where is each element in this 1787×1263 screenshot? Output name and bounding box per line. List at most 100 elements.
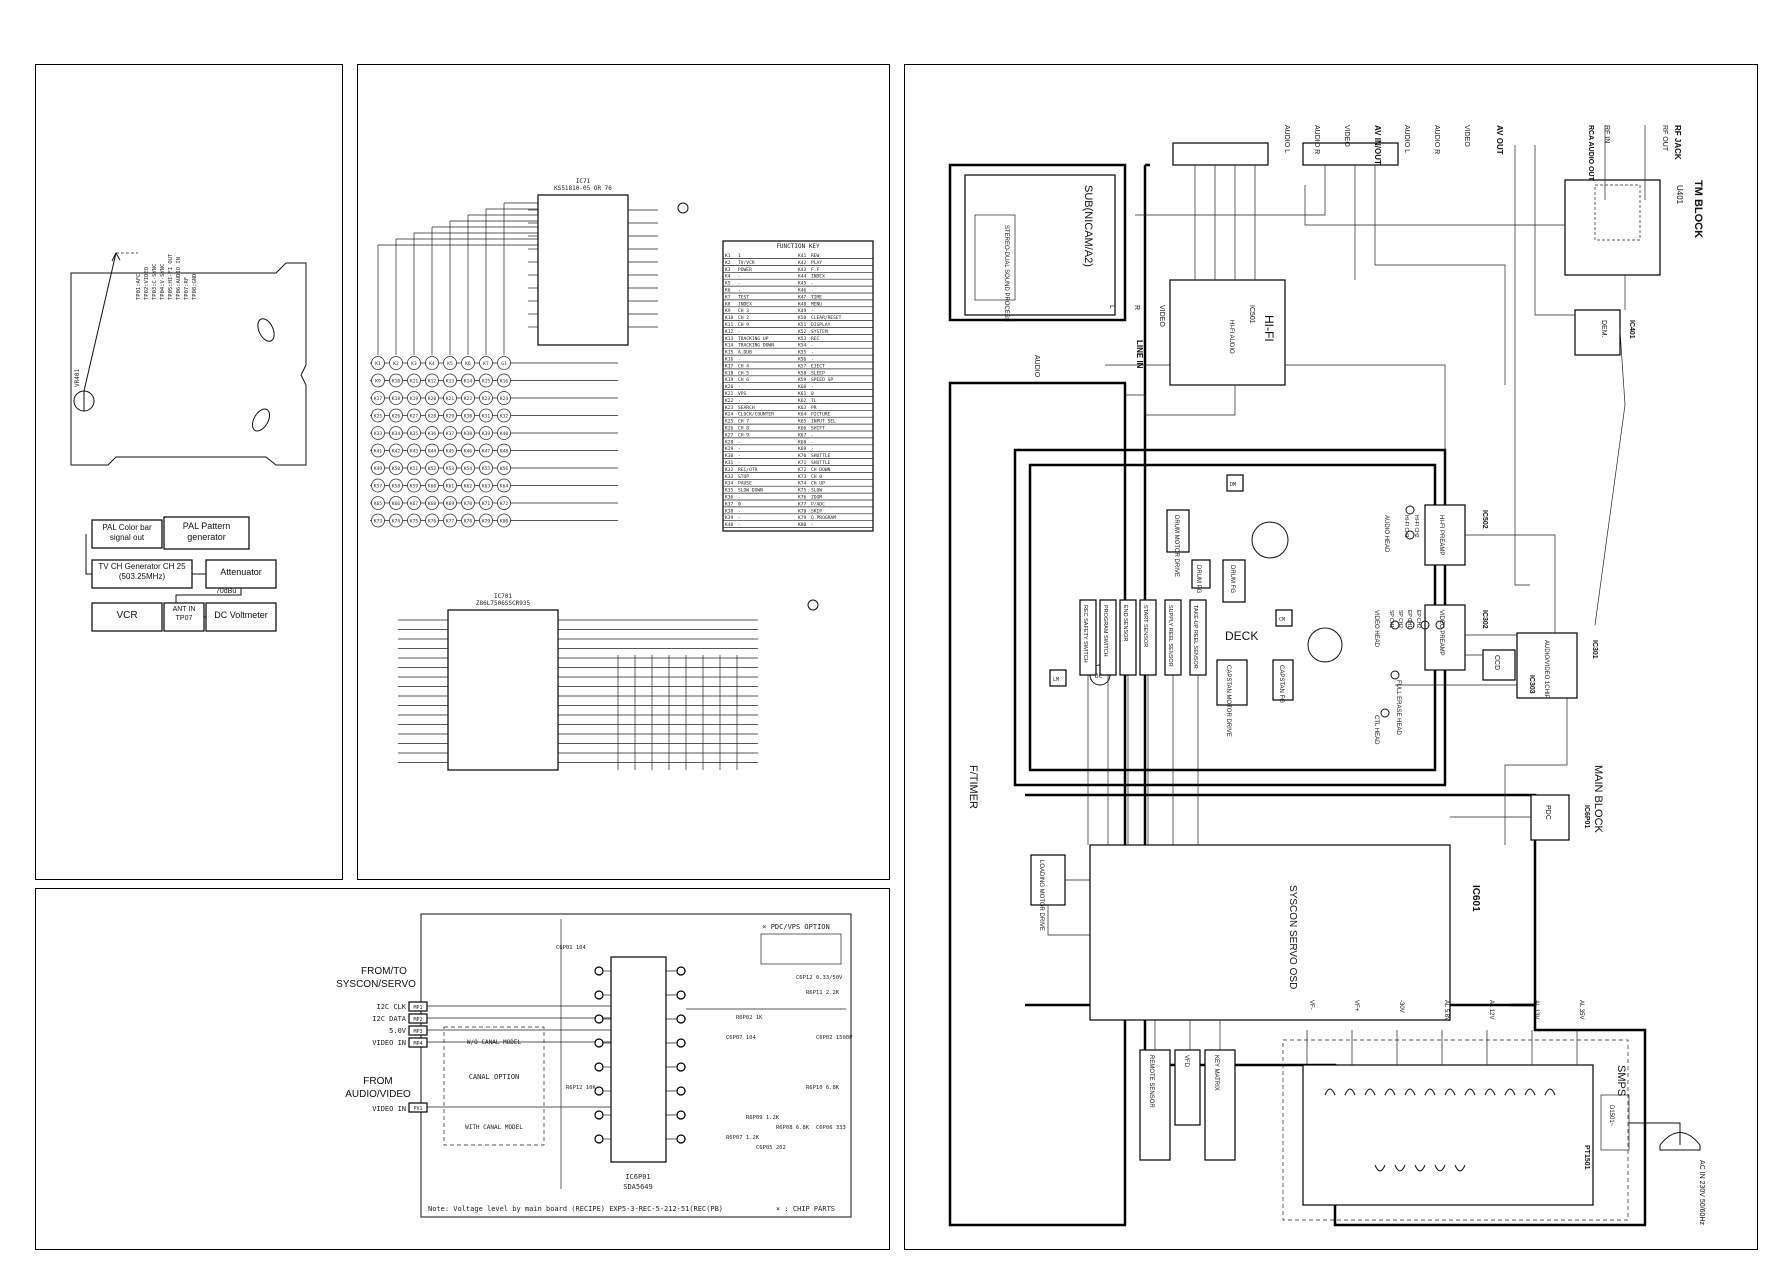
rail-label: VF+ — [1353, 1000, 1359, 1012]
vcr-box — [91, 602, 163, 632]
key-button — [389, 373, 403, 388]
ic-pin-number — [676, 1062, 686, 1072]
key-label: K9 — [375, 378, 381, 384]
key-matrix-box — [1204, 1049, 1236, 1161]
function-key-id: K22 — [725, 398, 734, 404]
block-wires — [1047, 125, 1701, 1172]
ic-pin-number — [676, 1014, 686, 1024]
ccd-ic-label: IC303 — [1528, 675, 1535, 694]
key-button — [461, 478, 475, 493]
rf-jack-label: RF JACK — [1673, 125, 1682, 160]
function-key-name: CH 2 — [738, 315, 749, 321]
function-key-name: CH 4 — [738, 363, 749, 369]
function-key-name: - — [811, 433, 814, 438]
vr401-label: VR401 — [74, 369, 81, 387]
pt-box — [1302, 1064, 1594, 1206]
function-key-name: F.F — [811, 267, 820, 273]
key-label: K26 — [392, 413, 400, 419]
key-label: K22 — [464, 396, 472, 402]
head-symbol — [1380, 708, 1390, 718]
key-button — [497, 356, 511, 370]
key-button — [461, 373, 475, 388]
function-key-name: - — [738, 275, 741, 280]
key-button — [461, 496, 475, 510]
function-key-id: K71 — [798, 460, 807, 466]
key-label: K67 — [410, 501, 418, 507]
signal-wire — [1135, 165, 1326, 216]
function-key-id: K79 — [798, 515, 807, 521]
pt-coil — [1424, 1088, 1436, 1096]
sensor-label: START SENSOR — [1142, 605, 1148, 647]
vcr-label: VCR — [116, 610, 138, 621]
function-key-name: CH UP — [811, 481, 825, 487]
ic-pin-number — [676, 1086, 686, 1096]
key-label: K23 — [482, 396, 490, 402]
signal-wire — [1304, 185, 1565, 226]
key-button — [425, 513, 439, 528]
key-label: K6 — [465, 361, 471, 367]
function-key-name: 1 — [738, 253, 741, 259]
key-label: K59 — [410, 483, 418, 489]
key-button — [407, 513, 421, 528]
cm-label: CM — [1279, 617, 1285, 623]
key-label: K13 — [446, 378, 454, 384]
audio-video-label: AUDIO/VIDEO — [345, 1089, 411, 1100]
key-label: K25 — [374, 413, 382, 419]
component-label: R6P08 6.8K — [776, 1125, 810, 1131]
option-table — [760, 933, 842, 965]
hifi-ch-label: HI-FI CH1 — [1403, 515, 1409, 538]
function-key-id: K60 — [798, 384, 807, 390]
key-button — [443, 408, 457, 423]
function-key-name: CLEAR/RESET — [811, 315, 842, 321]
remote-box — [1139, 1049, 1171, 1161]
pt-coil — [1524, 1088, 1536, 1096]
ftimer-label: F/TIMER — [967, 765, 979, 809]
key-label: K10 — [392, 378, 400, 384]
function-key-name: REW — [811, 253, 820, 259]
key-button — [443, 478, 457, 493]
video-pin-box — [408, 1102, 428, 1113]
video-ch-label: SP CH2 — [1397, 610, 1403, 628]
function-key-id: K1 — [725, 253, 731, 259]
key-button — [425, 496, 439, 510]
ccd-label: CCD — [1493, 655, 1500, 670]
function-key-name: TEST — [738, 294, 749, 300]
line-in-port-label: L — [1108, 305, 1115, 309]
signal-pin-box — [408, 1013, 428, 1024]
key-matrix-schematic: IC71 KS51810-05 OR 76 IC701 Z86L7506SSCR… — [370, 178, 874, 771]
key-button — [479, 408, 493, 423]
rca-audio-label: RCA AUDIO OUT — [1587, 125, 1594, 182]
key-label: K75 — [410, 518, 418, 524]
function-key-name: - — [738, 289, 741, 294]
key-label: K60 — [428, 483, 436, 489]
function-key-id: K4 — [725, 274, 731, 280]
key-label: K56 — [500, 466, 508, 472]
tm-ic-label: U401 — [1675, 185, 1684, 205]
video-preamp-label: VIDEO PREAMP — [1438, 610, 1444, 656]
capstan-circle — [1307, 627, 1343, 663]
from-to-label: FROM/TO — [361, 966, 407, 977]
pcb-outline — [70, 262, 307, 466]
function-key-name: - — [738, 454, 741, 459]
cm-box — [1275, 609, 1293, 627]
component-label: C6P07 104 — [726, 1035, 756, 1041]
function-key-id: K59 — [798, 377, 807, 383]
function-key-id: K3 — [725, 267, 731, 273]
key-label: K53 — [446, 466, 454, 472]
function-key-name: - — [811, 358, 814, 363]
hifi-label: HI-FI — [1262, 315, 1276, 342]
key-label: K32 — [500, 413, 508, 419]
function-key-id: K9 — [725, 308, 731, 314]
key-button — [371, 478, 385, 493]
key-label: K7 — [483, 361, 489, 367]
rail-label: AL 13V — [1533, 1000, 1539, 1019]
key-button — [371, 426, 385, 440]
function-key-id: K69 — [798, 446, 807, 452]
key-button — [371, 408, 385, 423]
key-label: K36 — [428, 431, 436, 437]
key-label: K11 — [410, 378, 418, 384]
function-key-name: 0 — [738, 501, 741, 507]
function-key-id: K68 — [798, 439, 807, 445]
